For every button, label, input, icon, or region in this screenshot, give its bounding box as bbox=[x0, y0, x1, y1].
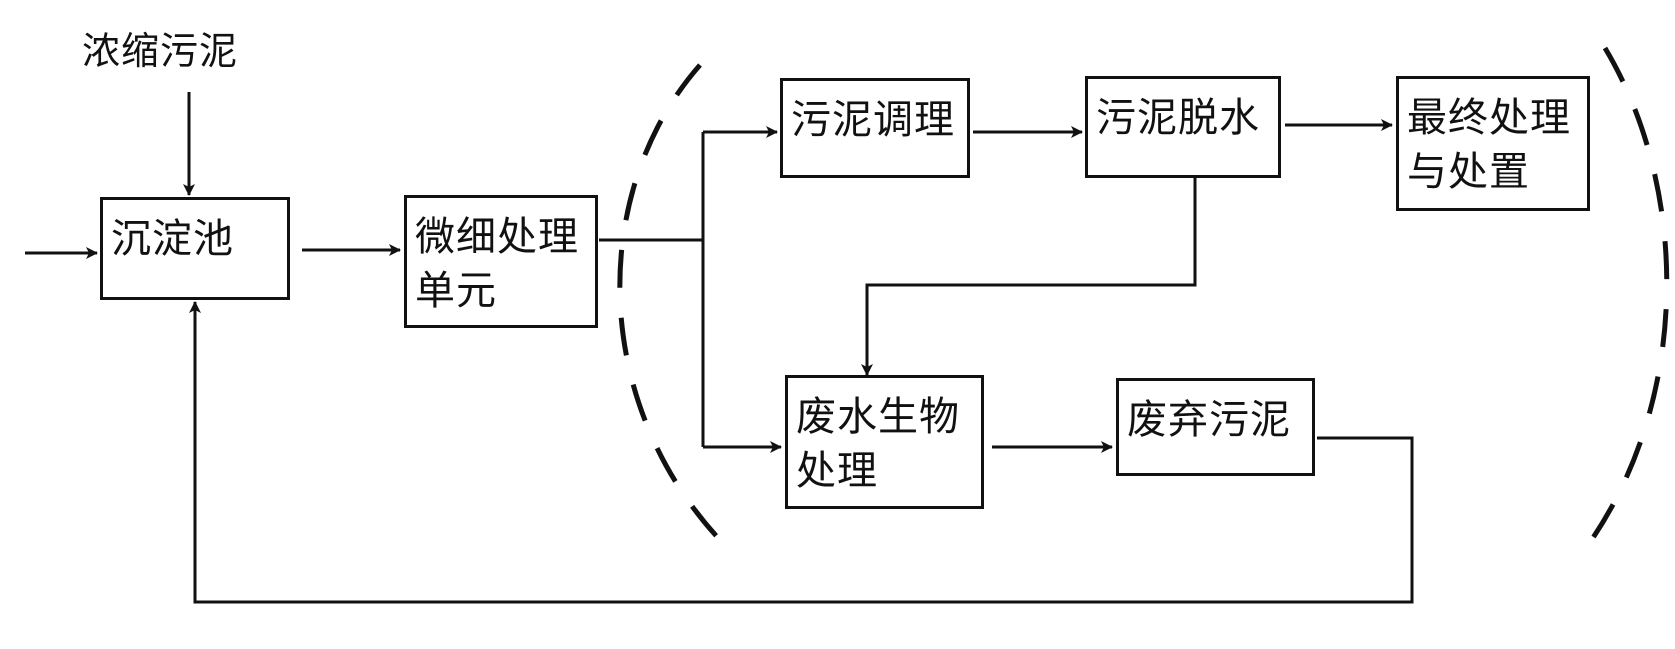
arrow-dewatering-return bbox=[861, 178, 1197, 376]
node-sludge-conditioning: 污泥调理 bbox=[780, 78, 970, 178]
node-waste-sludge: 废弃污泥 bbox=[1116, 378, 1315, 476]
node-label: 微细处理 单元 bbox=[415, 214, 579, 314]
node-sedimentation-tank: 沉淀池 bbox=[100, 197, 290, 300]
node-wastewater-bio-treatment: 废水生物 处理 bbox=[785, 375, 984, 509]
node-final-treatment-disposal: 最终处理 与处置 bbox=[1396, 76, 1590, 211]
input-label-thickened-sludge: 浓缩污泥 bbox=[82, 29, 239, 73]
node-label: 废弃污泥 bbox=[1127, 397, 1291, 443]
node-label: 污泥调理 bbox=[791, 97, 955, 143]
node-label: 废水生物 处理 bbox=[796, 394, 960, 494]
node-label: 沉淀池 bbox=[111, 216, 234, 262]
node-label: 最终处理 与处置 bbox=[1407, 95, 1571, 195]
node-sludge-dewatering: 污泥脱水 bbox=[1085, 76, 1281, 178]
dashed-boundary-left bbox=[617, 63, 722, 542]
node-label: 污泥脱水 bbox=[1096, 95, 1260, 141]
node-micro-treatment-unit: 微细处理 单元 bbox=[404, 195, 598, 328]
dashed-boundary-right bbox=[1585, 46, 1670, 547]
arrow-recycle-to-sedimentation bbox=[189, 301, 1414, 604]
